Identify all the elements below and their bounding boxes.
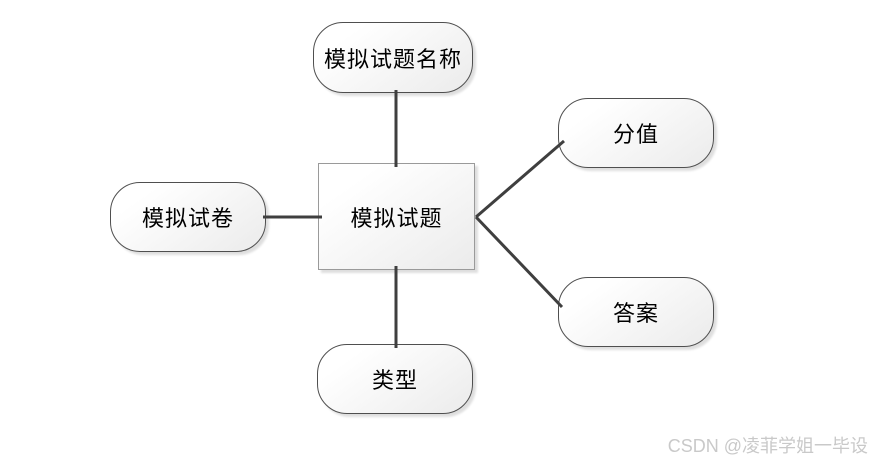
- connector-top-right: [475, 139, 565, 219]
- attribute-node-answer: 答案: [558, 277, 714, 347]
- entity-node-mock-question: 模拟试题: [318, 163, 475, 270]
- attribute-node-type: 类型: [317, 344, 473, 414]
- connector-bottom-right: [474, 215, 564, 309]
- attribute-node-exam-paper: 模拟试卷: [110, 182, 266, 252]
- watermark: CSDN @凌菲学姐一毕设: [667, 436, 868, 456]
- attribute-node-question-name: 模拟试题名称: [313, 22, 473, 93]
- attribute-node-score: 分值: [558, 98, 714, 168]
